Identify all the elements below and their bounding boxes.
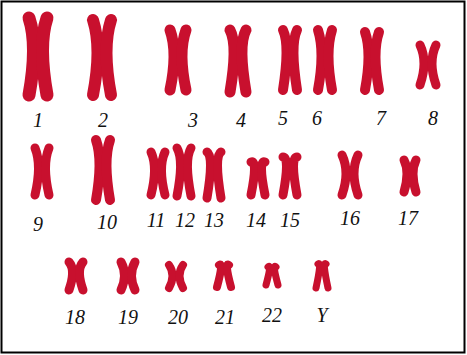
chromosome-number: 16: [340, 208, 360, 228]
chromosome-number: 19: [118, 307, 138, 327]
chromosome-number: 3: [188, 110, 198, 130]
chromosome: [93, 20, 111, 95]
chromosome: [266, 266, 278, 285]
chromosome: [230, 30, 246, 92]
chromosome-number: 20: [168, 307, 188, 327]
chromosome-number: 1: [33, 110, 43, 130]
chromosome: [177, 148, 191, 196]
chromosome: [342, 155, 358, 195]
chromosome-number: 15: [280, 210, 300, 230]
chromosome: [318, 30, 332, 90]
chromosome: [151, 152, 165, 195]
chromosome: [365, 32, 379, 90]
chromosome: [69, 262, 83, 290]
chromosome-number: 14: [246, 210, 266, 230]
chromosome: [404, 160, 416, 192]
chromosome-number: 13: [204, 210, 224, 230]
chromosome-number: 17: [398, 208, 418, 228]
chromosome-number: 22: [262, 305, 282, 325]
chromosome-number: 11: [147, 210, 166, 230]
chromosome-number: 8: [428, 108, 438, 128]
chromosome-number: 5: [278, 108, 288, 128]
chromosome-number: 7: [376, 108, 386, 128]
chromosome-number: Y: [316, 305, 327, 325]
chromosome: [35, 148, 49, 195]
chromosome: [207, 152, 221, 198]
chromosome-number: 10: [97, 212, 117, 232]
chromosome: [217, 264, 231, 287]
chromosome: [251, 162, 265, 195]
chromosome: [169, 265, 183, 288]
chromosome-number: 6: [312, 108, 322, 128]
chromosome-number: 9: [33, 214, 43, 234]
chromosome: [96, 140, 110, 200]
chromosome-number: 12: [175, 210, 195, 230]
chromosome-number: 21: [215, 307, 235, 327]
chromosome-number: 18: [65, 307, 85, 327]
chromosome: [316, 264, 328, 289]
chromosome: [121, 262, 135, 290]
chromosome: [420, 45, 436, 85]
chromosome: [170, 30, 186, 90]
chromosome: [29, 18, 47, 95]
chromosome: [283, 30, 297, 90]
chromosome-number: 4: [236, 110, 246, 130]
chromosome: [283, 157, 297, 195]
chromosome-number: 2: [98, 110, 108, 130]
